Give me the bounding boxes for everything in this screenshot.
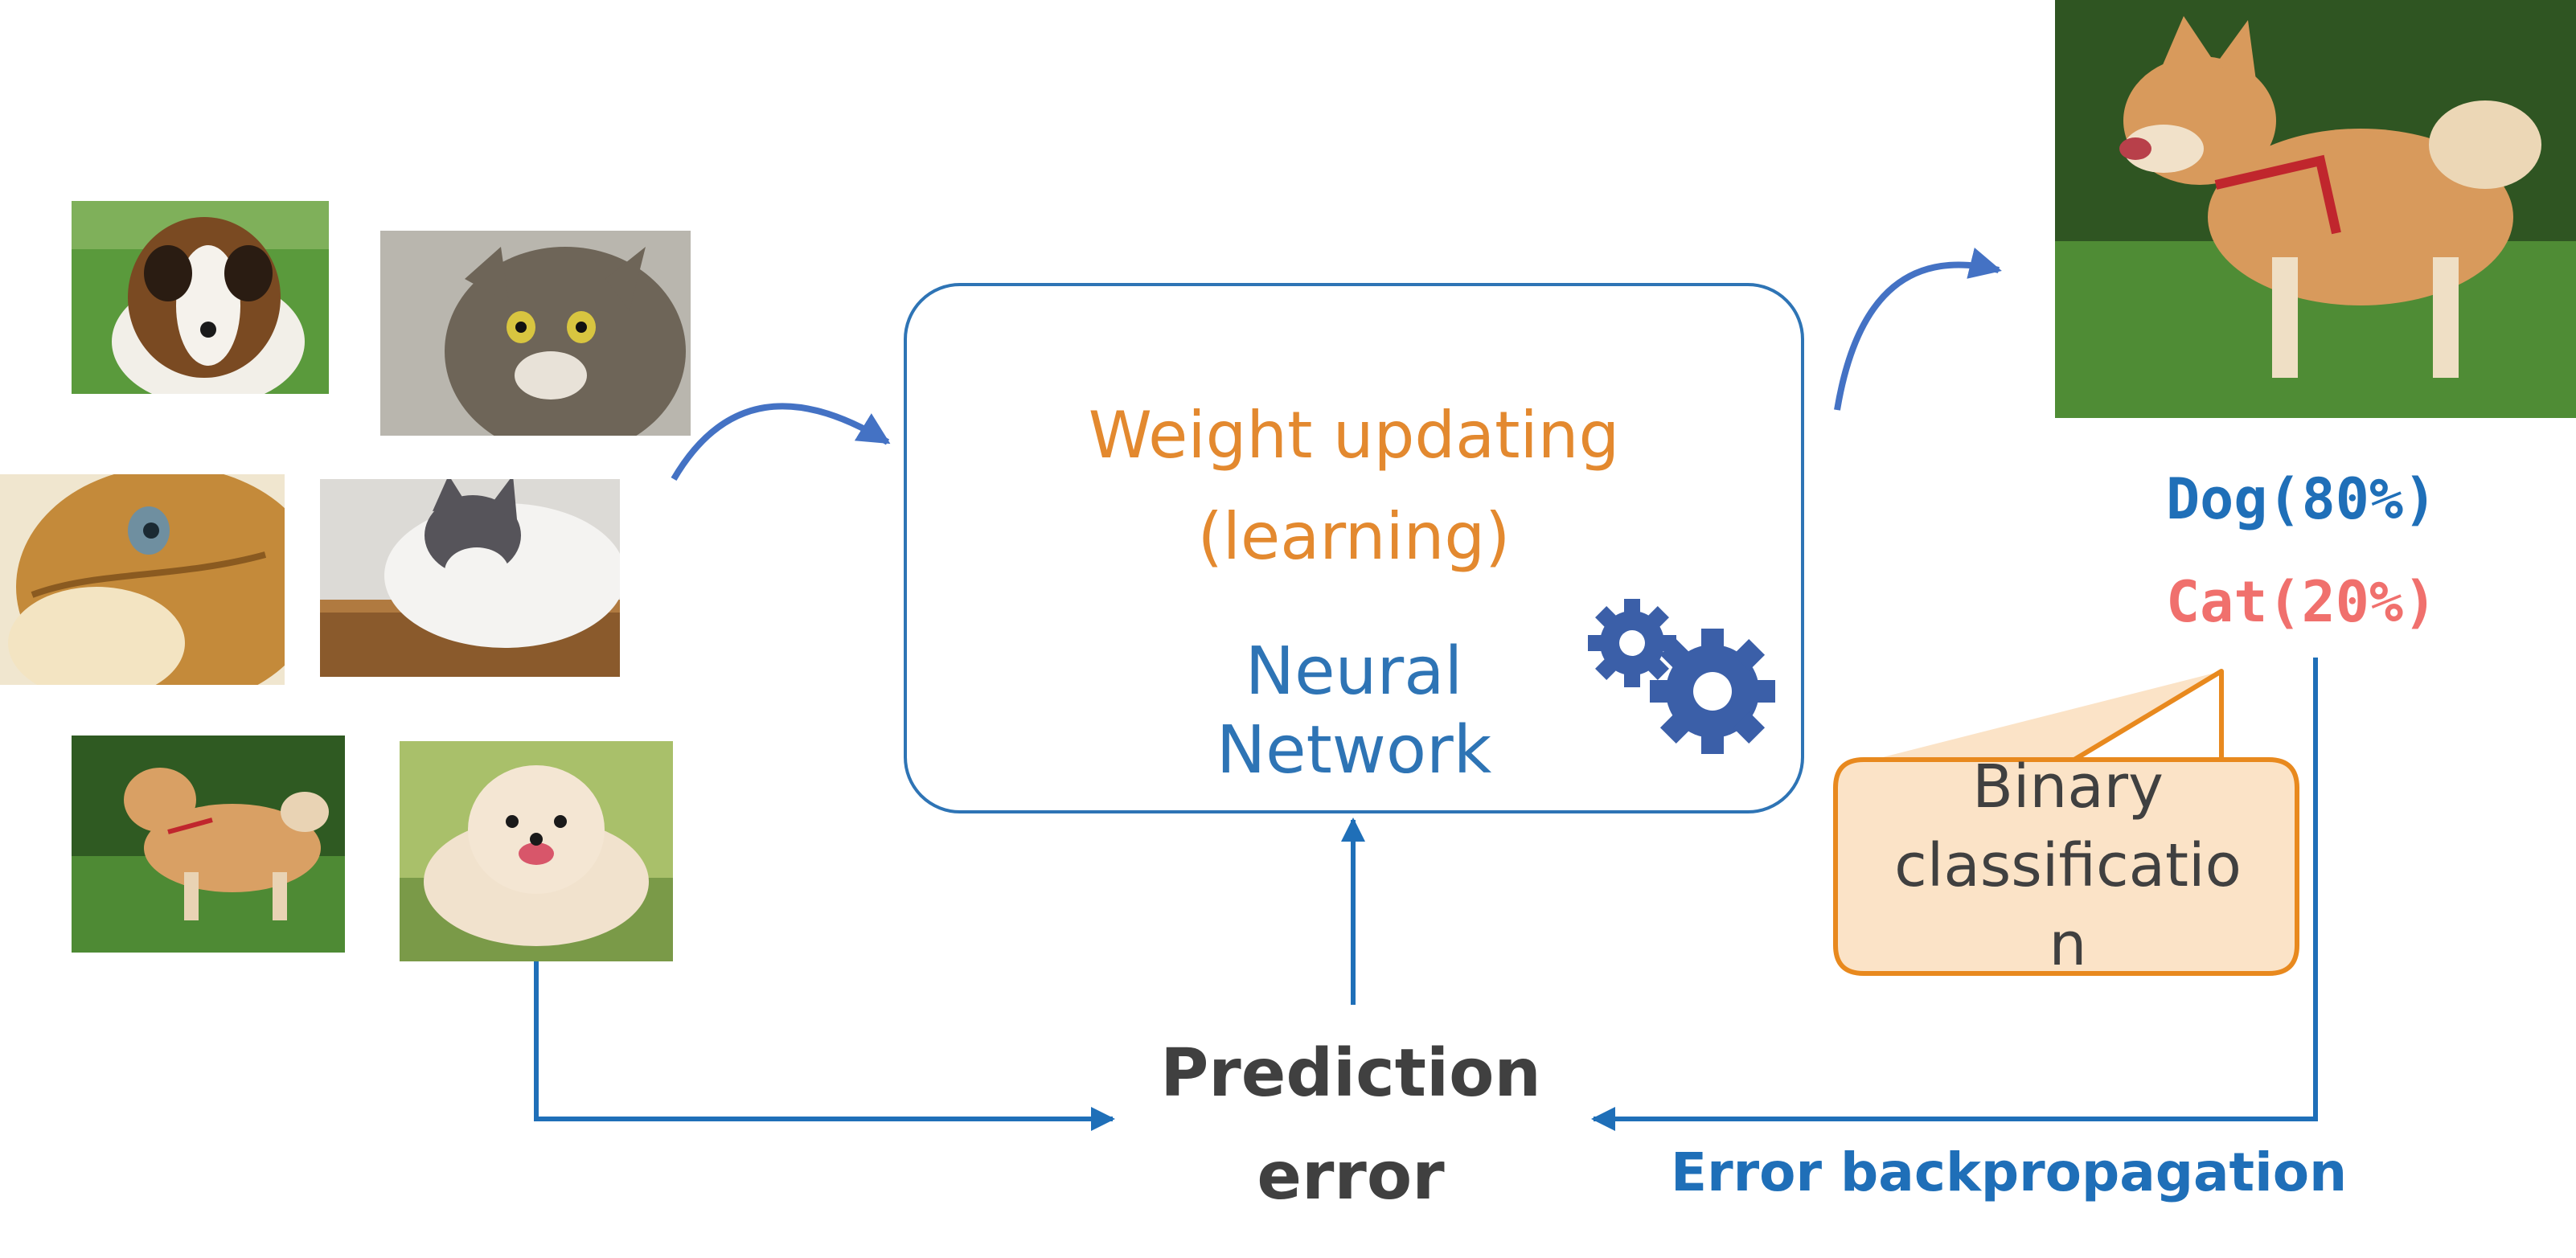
tabby-cat-photo: [380, 231, 691, 436]
grey-white-cat-photo: [320, 479, 620, 677]
input-to-network-arrow: [671, 403, 891, 481]
dog-probability-label: Dog(80%): [2166, 466, 2438, 532]
pomeranian-dog-photo: [400, 741, 673, 961]
output-shiba-dog-photo: [2055, 0, 2576, 418]
neural-network-box: [904, 283, 1804, 813]
collie-dog-photo: [72, 201, 329, 394]
input-to-error-line: [534, 961, 1115, 1131]
error-label: error: [1257, 1138, 1445, 1215]
error-backpropagation-label: Error backpropagation: [1671, 1141, 2348, 1203]
neural-label: Neural: [1245, 633, 1463, 710]
orange-cat-photo: [0, 474, 285, 685]
callout-line-2: classificatio: [1894, 831, 2242, 900]
cat-probability-label: Cat(20%): [2166, 569, 2438, 635]
callout-line-3: n: [2049, 910, 2087, 979]
backprop-line: [1591, 658, 2318, 1131]
shiba-dog-photo: [72, 736, 345, 953]
gears-icon: [1588, 599, 1775, 754]
callout-bubble: [1833, 669, 2299, 976]
callout-line-1: Binary: [1972, 752, 2164, 822]
weight-updating-label: Weight updating: [1088, 398, 1620, 473]
learning-label: (learning): [1197, 499, 1511, 574]
network-label: Network: [1216, 712, 1492, 789]
prediction-label: Prediction: [1160, 1035, 1541, 1112]
binary-classification-callout: Binary classificatio n: [1835, 748, 2301, 984]
network-to-output-arrow: [1834, 248, 2002, 411]
